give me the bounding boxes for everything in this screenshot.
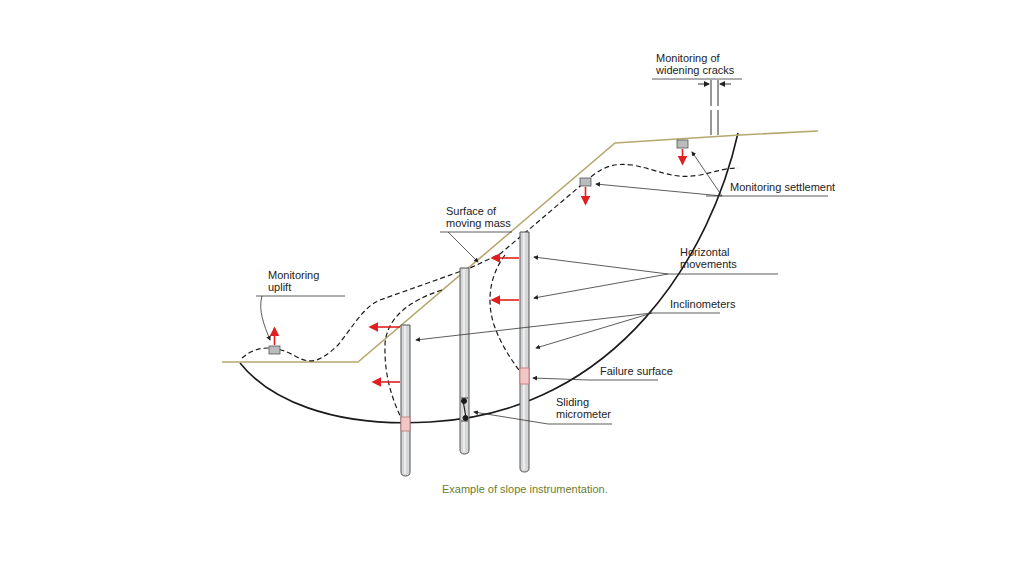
failure-label: Failure surface	[600, 365, 673, 377]
crack-label: Monitoring of widening cracks	[656, 52, 748, 76]
inclinometer-label: Inclinometers	[670, 298, 735, 310]
figure-caption: Example of slope instrumentation.	[442, 483, 608, 495]
movement-label: Horizontal movements	[680, 246, 752, 270]
moving-mass-label: Surface of moving mass	[446, 205, 512, 229]
micrometer-label: Sliding micrometer	[556, 396, 614, 420]
settlement-label: Monitoring settlement	[730, 181, 835, 193]
uplift-label: Monitoring uplift	[268, 269, 330, 293]
